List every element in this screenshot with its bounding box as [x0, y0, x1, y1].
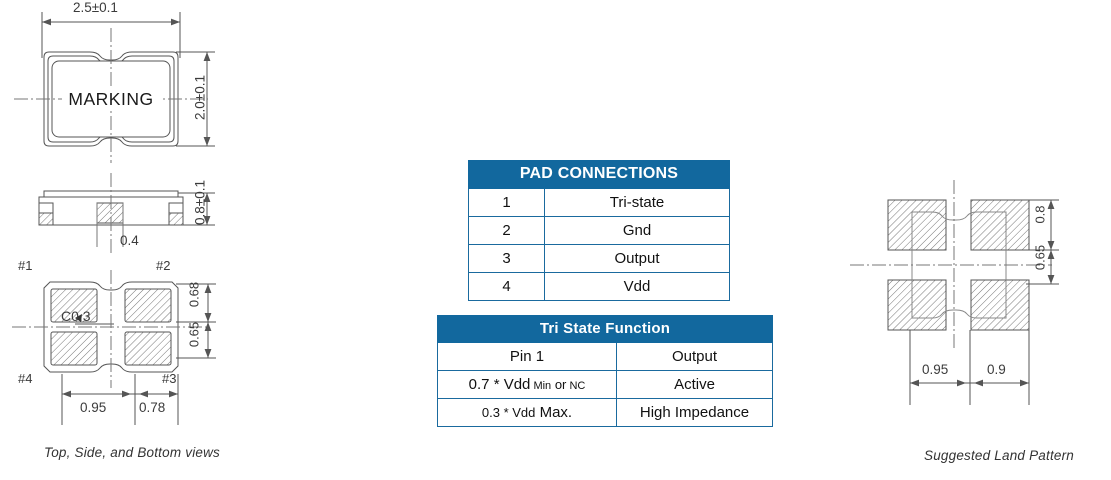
- pad-function: Gnd: [544, 216, 730, 245]
- land-pad-2: [970, 199, 1030, 251]
- center-leader-lines: [96, 203, 124, 247]
- cond-alt: NC: [569, 379, 586, 392]
- pin-label-1: #1: [18, 258, 33, 273]
- top-view-width-dim: 2.5±0.1: [73, 0, 118, 15]
- land-pattern-panel: 0.8 0.65 0.95 0.9 Suggested Land Pattern: [840, 170, 1111, 463]
- tri-condition-active: 0.7 * Vdd Min or NC: [437, 370, 617, 399]
- hatched-feet: [38, 212, 184, 226]
- pad-3: [124, 331, 172, 366]
- cond-qualifier: Min: [533, 379, 552, 392]
- center-lines-bottom: [12, 270, 208, 388]
- tri-header-output: Output: [616, 342, 773, 371]
- top-view-drawing: MARKING: [14, 12, 215, 163]
- land-pad-3: [970, 279, 1030, 331]
- pad-4: [50, 331, 98, 366]
- chamfer-note: C0.3: [61, 308, 91, 324]
- side-view-center-dim: 0.4: [120, 233, 139, 248]
- tri-header-pin: Pin 1: [437, 342, 617, 371]
- pad-number: 3: [468, 244, 545, 273]
- package-drawing-panel: MARKING 2.5±0.1 2.0±0.1: [0, 0, 400, 480]
- pad-connections-table: PAD CONNECTIONS 1 Tri-state 2 Gnd 3 Outp…: [468, 160, 730, 301]
- pad-number: 1: [468, 188, 545, 217]
- table-row: 1 Tri-state: [468, 188, 730, 217]
- tri-output-hiz: High Impedance: [616, 398, 773, 427]
- package-outline-overlay: [911, 211, 1007, 319]
- table-row: 0.3 * Vdd Max. High Impedance: [437, 398, 773, 427]
- side-view-drawing: [38, 173, 215, 253]
- land-dim-09: 0.9: [987, 362, 1006, 377]
- table-row: 4 Vdd: [468, 272, 730, 301]
- tri-table-title: Tri State Function: [437, 315, 773, 343]
- bottom-view-dim-065: 0.65: [186, 321, 202, 348]
- pad-1: [50, 288, 98, 323]
- pad-2: [124, 288, 172, 323]
- cond-conjunction: or: [554, 376, 567, 392]
- land-dim-065: 0.65: [1032, 244, 1048, 271]
- land-pattern-drawing: [850, 180, 1059, 405]
- tri-output-active: Active: [616, 370, 773, 399]
- pin-label-4: #4: [18, 371, 33, 386]
- right-caption: Suggested Land Pattern: [924, 448, 1075, 463]
- land-pad-1: [887, 199, 947, 251]
- land-pad-4: [887, 279, 947, 331]
- bottom-view-dim-078: 0.78: [139, 400, 166, 415]
- cond-qualifier: Max.: [539, 403, 573, 421]
- table-row: Pin 1 Output: [437, 342, 773, 371]
- tri-condition-hiz: 0.3 * Vdd Max.: [437, 398, 617, 427]
- table-row: 0.7 * Vdd Min or NC Active: [437, 370, 773, 399]
- pad-function: Vdd: [544, 272, 730, 301]
- marking-text: MARKING: [68, 89, 153, 109]
- bottom-view-drawing: [12, 270, 216, 425]
- cond-value: 0.3 * Vdd: [481, 404, 536, 420]
- dim-arrowheads: [42, 18, 211, 146]
- pad-table-title: PAD CONNECTIONS: [468, 160, 730, 189]
- center-pad-block: [96, 202, 124, 224]
- center-lines-land: [850, 180, 1052, 350]
- pad-function: Tri-state: [544, 188, 730, 217]
- pad-number: 2: [468, 216, 545, 245]
- cond-value: 0.7 * Vdd: [468, 375, 531, 393]
- pad-number: 4: [468, 272, 545, 301]
- land-pad-group: [887, 199, 1030, 331]
- pin-label-3: #3: [162, 371, 177, 386]
- side-view-height-dim: 0.8±0.1: [192, 180, 208, 225]
- pad-group: [50, 288, 172, 366]
- bottom-view-dim-095: 0.95: [80, 400, 107, 415]
- top-view-height-dim: 2.0±0.1: [192, 75, 208, 120]
- table-row: 3 Output: [468, 244, 730, 273]
- land-dim-095: 0.95: [922, 362, 949, 377]
- chamfer-callout: [75, 314, 114, 325]
- pad-function: Output: [544, 244, 730, 273]
- table-row: 2 Gnd: [468, 216, 730, 245]
- pin-label-2: #2: [156, 258, 171, 273]
- left-caption: Top, Side, and Bottom views: [44, 445, 220, 460]
- tri-state-function-table: Tri State Function Pin 1 Output 0.7 * Vd…: [437, 315, 773, 427]
